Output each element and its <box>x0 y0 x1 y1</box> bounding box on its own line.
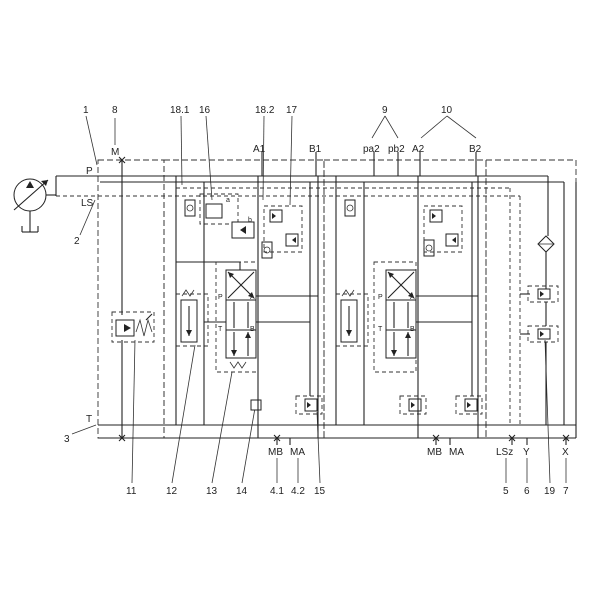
ref-7: 7 <box>563 486 569 497</box>
port-stubs <box>261 152 567 445</box>
ref-5: 5 <box>503 486 509 497</box>
ref-3: 3 <box>64 434 70 445</box>
section-frames <box>97 159 577 439</box>
valve2-port-T: T <box>378 326 383 333</box>
ref-18-1: 18.1 <box>170 105 190 116</box>
line-P: P <box>86 166 93 177</box>
ref-1: 1 <box>83 105 89 116</box>
top-port-labels: M A1 B1 pa2 pb2 A2 B2 <box>111 144 482 158</box>
variable-pump-symbol <box>13 176 57 233</box>
port-MA-1: MA <box>290 447 305 458</box>
line-LS: LS <box>81 198 94 209</box>
ref-18-2: 18.2 <box>255 105 275 116</box>
port-markers <box>118 156 570 442</box>
end-plate <box>520 235 559 425</box>
ref-8: 8 <box>112 105 118 116</box>
ref-17: 17 <box>286 105 298 116</box>
reference-numbers-bottom: 11 12 13 14 4.1 4.2 15 5 6 19 7 <box>126 486 569 497</box>
ref-12: 12 <box>166 486 178 497</box>
port-MB-2: MB <box>427 447 442 458</box>
ref-11: 11 <box>126 486 137 497</box>
ref-14: 14 <box>236 486 248 497</box>
ref-6: 6 <box>524 486 530 497</box>
port-B1: B1 <box>309 144 322 155</box>
ref-15: 15 <box>314 486 326 497</box>
main-lines <box>56 160 577 439</box>
ref-16: 16 <box>199 105 211 116</box>
leader-lines <box>71 115 567 484</box>
valve-port-letters: P T A B a b P T A B <box>218 197 415 333</box>
reference-numbers-top: 1 8 18.1 16 18.2 17 9 10 <box>83 105 453 116</box>
ref-4-1: 4.1 <box>270 486 284 497</box>
port-A2: A2 <box>412 144 425 155</box>
ref-2: 2 <box>74 236 80 247</box>
section-1-valve <box>175 176 323 438</box>
ref-13: 13 <box>206 486 218 497</box>
port-A1: A1 <box>253 144 266 155</box>
left-line-labels: P LS T 2 3 <box>64 166 94 445</box>
port-X: X <box>562 447 569 458</box>
valve2-port-B: B <box>410 326 415 333</box>
valve16-port-b: b <box>248 217 252 224</box>
valve1-port-T: T <box>218 326 223 333</box>
ref-4-2: 4.2 <box>291 486 305 497</box>
ref-9: 9 <box>382 105 388 116</box>
ref-19: 19 <box>544 486 556 497</box>
valve1-port-A: A <box>250 294 255 301</box>
valve2-port-P: P <box>378 294 383 301</box>
port-pa2: pa2 <box>363 144 380 155</box>
port-MB-1: MB <box>268 447 283 458</box>
valve2-port-A: A <box>410 294 415 301</box>
port-B2: B2 <box>469 144 482 155</box>
inlet-compensator <box>111 311 155 343</box>
valve1-port-B: B <box>250 326 255 333</box>
port-MA-2: MA <box>449 447 464 458</box>
ref-10: 10 <box>441 105 453 116</box>
port-M: M <box>111 147 119 158</box>
bottom-port-labels: MB MA MB MA LSz Y X <box>268 447 569 458</box>
port-Y: Y <box>523 447 530 458</box>
valve1-port-P: P <box>218 294 223 301</box>
line-T: T <box>86 414 92 425</box>
port-LSz: LSz <box>496 447 513 458</box>
valve16-port-a: a <box>226 197 230 204</box>
section-2-valve <box>335 176 483 438</box>
port-pb2: pb2 <box>388 144 405 155</box>
